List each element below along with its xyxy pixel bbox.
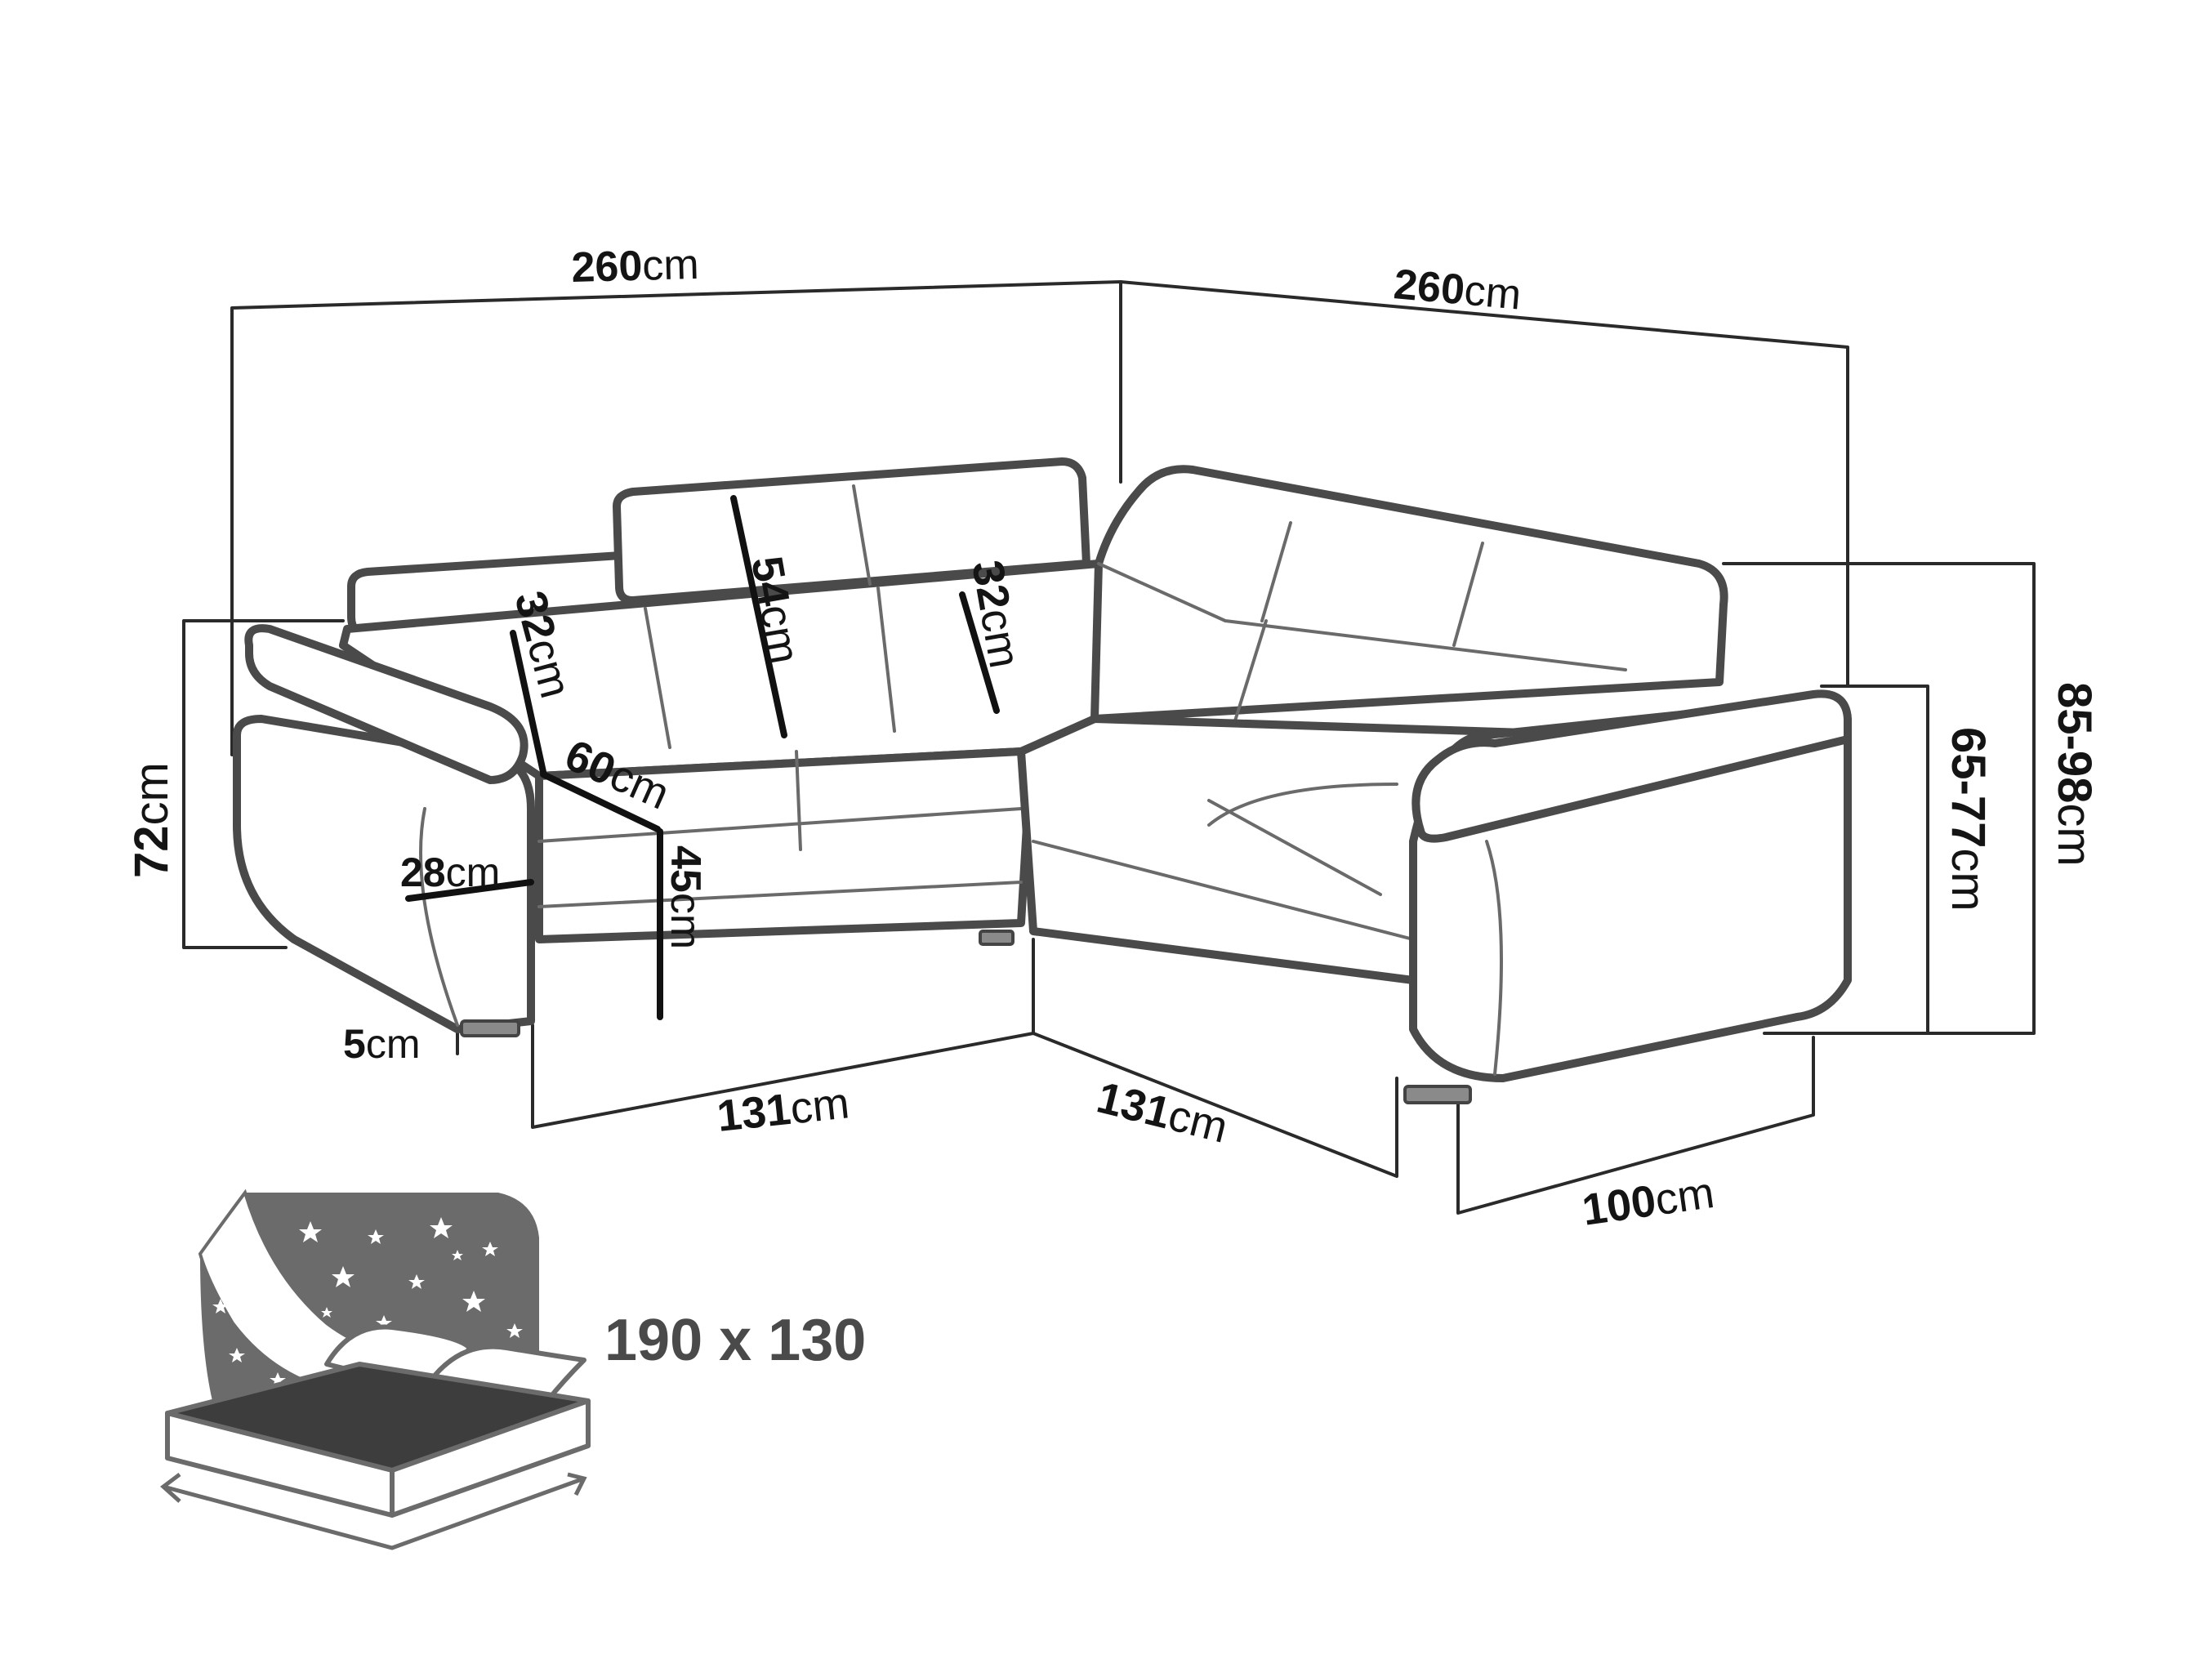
marker-headrest-mid: [959, 591, 1000, 714]
label-arm-width: 28cm: [400, 850, 500, 895]
seat-right-seam: [1207, 799, 1382, 896]
label-height-85-98: 85-98cm: [2048, 682, 2101, 867]
dimension-markers: [405, 495, 1000, 1020]
armrest-left-pad: [244, 624, 528, 784]
dim-height-72-line: [182, 619, 345, 949]
label-seat-front-left: 131cm: [715, 1078, 851, 1141]
night-sky-fold: [200, 1254, 343, 1401]
dim-front-right-line: [1032, 1032, 1398, 1178]
stars: [212, 1217, 523, 1387]
label-headrest-mid: 32cm: [962, 557, 1029, 671]
dimension-lines: [182, 280, 2036, 1215]
seat-left-front: [537, 807, 1023, 843]
armrest-right-seam: [1485, 840, 1503, 1076]
label-seat-height: 45cm: [662, 845, 709, 949]
bed-size-label: 190 x 130: [604, 1308, 866, 1373]
armrest-left: [233, 715, 535, 1033]
label-width-right: 260cm: [1392, 261, 1523, 319]
foot-center: [979, 930, 1015, 946]
bed-night-icon: 190 x 130: [160, 1189, 866, 1550]
dim-front-left-line: [531, 938, 1035, 1129]
bed-size-arrow: [163, 1476, 585, 1550]
back-seam-1: [644, 607, 671, 749]
foot-right: [1403, 1085, 1472, 1104]
armrest-right-pad: [1411, 689, 1852, 843]
headrest-seam-1: [852, 484, 872, 586]
arrow-right-head: [567, 1472, 587, 1496]
back-seam-2: [876, 586, 896, 733]
label-height-72: 72cm: [125, 762, 178, 878]
marker-headrest-left: [510, 630, 546, 775]
marker-arm-width: [405, 879, 534, 902]
back-right-seam: [1097, 562, 1627, 671]
headrest-right-seam-1: [1260, 521, 1292, 622]
label-end-depth: 100cm: [1579, 1168, 1717, 1235]
arrow-left-head: [160, 1473, 181, 1503]
sofa-illustration: [233, 457, 1852, 1104]
back-right-section: [1090, 465, 1728, 723]
armrest-left-seam: [419, 807, 459, 1027]
label-back-height: 54cm: [742, 553, 809, 667]
label-leg-height: 5cm: [343, 1021, 420, 1067]
marker-back-height: [730, 495, 787, 738]
foot-left: [460, 1019, 520, 1037]
label-width-left: 260cm: [571, 241, 700, 292]
seat-left-base: [537, 881, 1023, 908]
marker-seat-depth: [540, 771, 661, 832]
seat-right-cushion: [1207, 783, 1398, 827]
dim-end-depth-line: [1456, 1036, 1815, 1215]
headrest-right-seam-2: [1452, 542, 1484, 647]
mattress-front: [390, 1398, 591, 1518]
dim-width-right-line: [1119, 280, 1849, 688]
dim-width-left-line: [230, 280, 1122, 756]
seat-right-front: [1032, 840, 1415, 941]
dim-height-65-77-line: [1763, 685, 1929, 1035]
label-height-65-77: 65-77cm: [1942, 727, 1995, 912]
seat-left-seam: [795, 750, 802, 851]
dim-height-85-98-line: [1722, 562, 2036, 1035]
